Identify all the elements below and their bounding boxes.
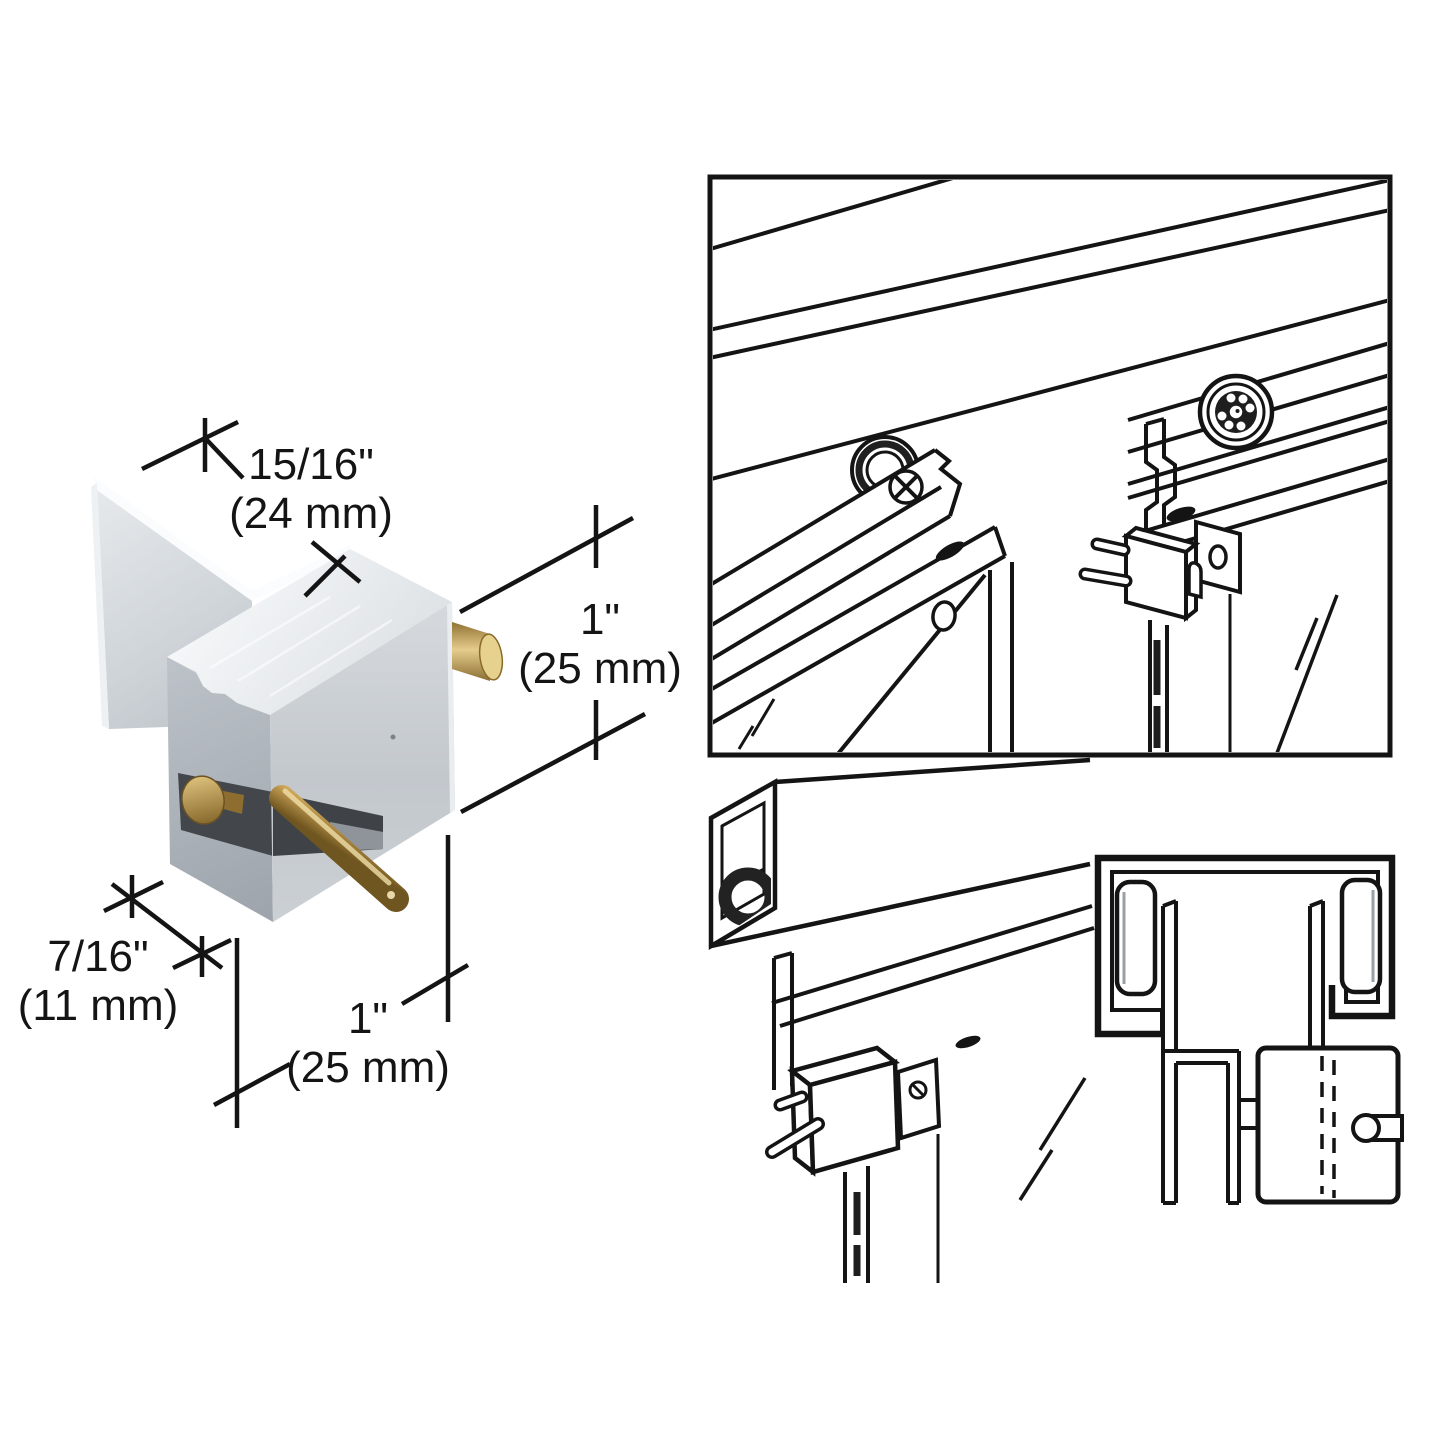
dimension-lines: [103, 418, 647, 1128]
hanger-strap: [1144, 417, 1177, 532]
brass-knob: [181, 775, 225, 825]
dimension-height-lines: [458, 505, 647, 814]
lock-pins-perspective: [765, 1090, 825, 1159]
left-door-corner: [836, 562, 1014, 752]
left-hanger-section: [1161, 899, 1258, 1205]
brass-pin-diagonal: [269, 785, 409, 912]
dimension-length-label: 1" (25 mm): [286, 994, 450, 1092]
dimension-length-lines: [212, 835, 470, 1128]
lower-rail: [771, 904, 1095, 1028]
lock-block-perspective: [787, 1045, 942, 1177]
diagram-cross-section: [1094, 854, 1404, 1205]
track-profile-outer: [1094, 854, 1396, 1038]
right-rail: [1127, 341, 1387, 560]
diagram-corner-perspective: [708, 757, 1095, 1283]
lock-body-section: [1255, 1045, 1404, 1205]
lock-body: [1121, 525, 1203, 623]
door-stile-perspective: [843, 1134, 940, 1283]
dimension-width-lines: [141, 418, 362, 598]
lock-mounting-plate: [1194, 519, 1242, 595]
right-glass-reflections: [1275, 594, 1339, 752]
fascia-lines: [713, 180, 1387, 481]
dimension-depth-lines: [103, 875, 232, 977]
left-roller-section: [1114, 879, 1158, 997]
right-hanger-section: [1308, 899, 1325, 1048]
track-profile-inner: [1110, 870, 1380, 1034]
hanger-strap-perspective: [772, 951, 794, 1090]
right-door-stile: [1148, 594, 1232, 752]
dimension-width-label: 15/16" (24 mm): [229, 440, 393, 538]
pin-section: [1351, 1113, 1381, 1143]
diagram-installed-view: [707, 174, 1393, 758]
left-glass-reflections: [737, 698, 776, 750]
roller-wheel: [1197, 373, 1275, 451]
phillips-screw: [888, 469, 924, 505]
block-top-face: [167, 549, 452, 715]
brass-cylinder-right: [452, 622, 504, 681]
dimension-depth-label: 7/16" (11 mm): [17, 932, 179, 1030]
right-roller-section: [1339, 877, 1383, 995]
lock-pins: [1078, 537, 1133, 588]
diagram-frame: [707, 174, 1393, 758]
glass-reflections-perspective: [1018, 1077, 1087, 1201]
product-photo: [91, 477, 504, 922]
dimension-height-label: 1" (25 mm): [518, 595, 682, 693]
track-tube: [710, 757, 1091, 949]
